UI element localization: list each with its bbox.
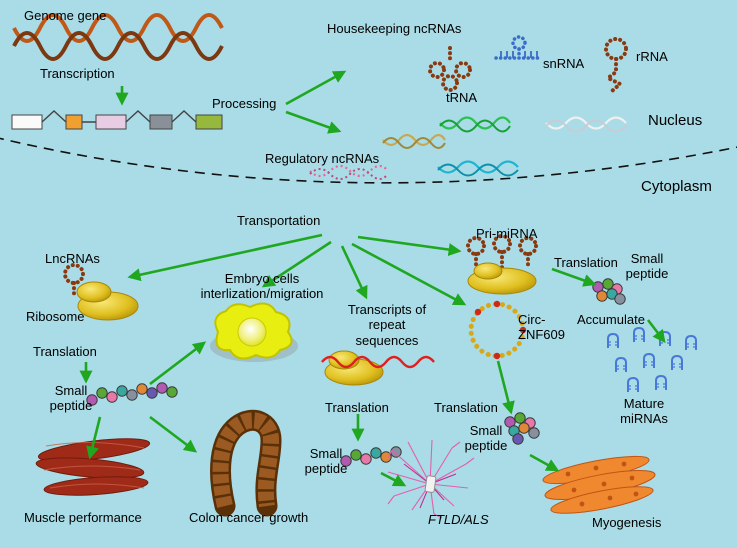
snrna-icon — [494, 35, 544, 60]
arrow-peptide-embryo — [149, 341, 207, 386]
peptide-chain-left-icon — [86, 382, 178, 406]
arrow-processing-regulatory — [285, 110, 342, 134]
cytoplasm-label: Cytoplasm — [641, 178, 712, 195]
genome-gene-label: Genome gene — [24, 8, 107, 23]
repeat-transcripts-label: Transcripts of repeat sequences — [347, 302, 427, 348]
rrna-icon — [604, 37, 628, 93]
accumulate-label: Accumulate — [577, 312, 645, 327]
processing-label: Processing — [212, 96, 277, 111]
translation-pri-label: Translation — [554, 255, 618, 270]
trna-icon — [428, 46, 472, 92]
rrna-label: rRNA — [636, 49, 668, 64]
arrow-peptide-colon — [149, 415, 198, 453]
ftld-als-label: FTLD/ALS — [428, 512, 489, 527]
circ-znf609-icon — [468, 300, 527, 360]
nucleus-cytoplasm-boundary — [0, 137, 737, 184]
squiggle-khaki-icon — [382, 133, 446, 149]
circ-znf609-label: Circ-ZNF609 — [518, 312, 565, 343]
translation-mid-label: Translation — [325, 400, 389, 415]
repeat-ribosome-icon — [321, 350, 435, 386]
pri-mirna-icon — [466, 234, 538, 295]
translation-circ-label: Translation — [434, 400, 498, 415]
gene-structure-icon — [11, 110, 223, 130]
translation-left-label: Translation — [33, 344, 97, 359]
transcription-label: Transcription — [40, 66, 115, 81]
arrows — [79, 70, 666, 487]
arrow-peptide-neuron — [380, 471, 407, 487]
arrow-peptide-muscle — [86, 416, 102, 460]
embryo-cell-icon — [210, 302, 298, 362]
lncrna-ribosome-icon — [63, 263, 139, 321]
arrow-pri-peptide — [551, 267, 597, 287]
lncrnas-label: LncRNAs — [45, 251, 100, 266]
ribosome-label: Ribosome — [26, 309, 85, 324]
mature-mirnas-label: Mature miRNAs — [620, 396, 668, 427]
myotubes-icon — [542, 455, 656, 514]
regulatory-rna-squiggles — [309, 116, 627, 180]
arrow-transport-embryo — [261, 240, 332, 288]
myogenesis-label: Myogenesis — [592, 515, 662, 530]
arrow-transport-circ — [351, 242, 467, 306]
squiggle-pink-icon — [309, 164, 389, 180]
small-peptide-left-label: Small peptide — [49, 383, 93, 414]
arrow-circ-peptide — [496, 360, 515, 415]
colon-icon — [210, 409, 282, 517]
snrna-label: snRNA — [543, 56, 585, 71]
housekeeping-label: Housekeeping ncRNAs — [327, 21, 462, 36]
embryo-cells-label: Embryo cells interlization/migration — [200, 271, 324, 302]
neuron-icon — [387, 439, 475, 519]
arrow-processing-housekeeping — [285, 70, 347, 106]
regulatory-label: Regulatory ncRNAs — [265, 151, 380, 166]
squiggle-green-icon — [439, 116, 511, 133]
small-peptide-mid-label: Small peptide — [304, 446, 348, 477]
small-peptide-circ-label: Small peptide — [464, 423, 508, 454]
nucleus-label: Nucleus — [648, 112, 703, 129]
arrow-transport-pri — [357, 235, 462, 257]
squiggle-white-icon — [545, 116, 627, 133]
muscle-performance-label: Muscle performance — [24, 510, 142, 525]
arrow-peptide-myotube — [529, 453, 560, 472]
dna-helix-icon — [12, 13, 224, 61]
small-peptide-pri-label: Small peptide — [625, 251, 669, 282]
pri-mirna-label: Pri-miRNA — [476, 226, 538, 241]
mature-mirnas-icon — [607, 327, 697, 393]
arrow-accumulate-mirna — [646, 319, 666, 344]
squiggle-cyan-icon — [437, 160, 519, 177]
colon-cancer-label: Colon cancer growth — [189, 510, 309, 525]
peptide-cluster-right-icon — [592, 278, 626, 305]
trna-label: tRNA — [446, 90, 478, 105]
arrow-transport-repeat — [340, 245, 368, 300]
transportation-label: Transportation — [237, 213, 321, 228]
arrow-transport-lncrna — [127, 233, 323, 282]
